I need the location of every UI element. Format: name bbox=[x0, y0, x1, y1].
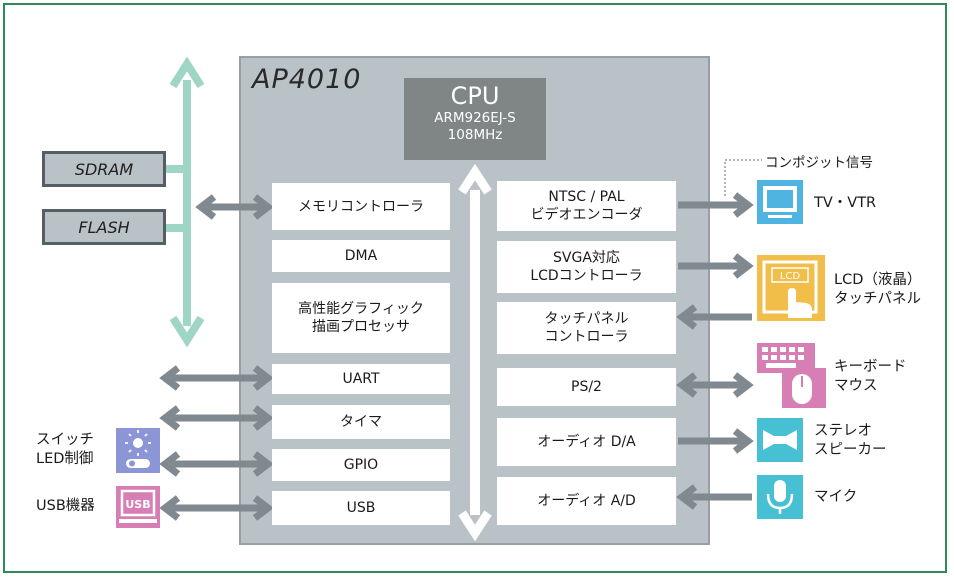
ps2-block: PS/2 bbox=[497, 368, 676, 406]
memory-controller-block: メモリコントローラ bbox=[272, 183, 450, 230]
microphone-icon bbox=[757, 475, 803, 519]
cpu-block: CPU ARM926EJ-S 108MHz bbox=[404, 78, 546, 160]
tv-icon bbox=[757, 180, 803, 224]
sdram-box: SDRAM bbox=[42, 151, 166, 187]
microphone-label: マイク bbox=[814, 489, 858, 505]
dma-block: DMA bbox=[272, 240, 450, 272]
usb-block: USB bbox=[272, 491, 450, 525]
uart-block: UART bbox=[272, 364, 450, 394]
speaker-icon bbox=[757, 418, 803, 462]
lcd-icon-label: LCD bbox=[780, 271, 801, 282]
cpu-core: ARM926EJ-S bbox=[434, 110, 516, 126]
lcd-touch-icon: LCD bbox=[757, 255, 825, 321]
usb-icon-label: USB bbox=[125, 498, 150, 511]
video-encoder-block: NTSC / PAL ビデオエンコーダ bbox=[497, 181, 676, 231]
composite-signal-label: コンポジット信号 bbox=[765, 155, 873, 171]
io-arrows bbox=[159, 192, 754, 521]
audio-da-block: オーディオ D/A bbox=[497, 418, 676, 466]
system-bus bbox=[166, 56, 205, 348]
cpu-name: CPU bbox=[450, 82, 500, 110]
keyboard-mouse-icon bbox=[757, 343, 826, 408]
audio-ad-block: オーディオ A/D bbox=[497, 477, 676, 525]
keyboard-mouse-label: キーボード マウス bbox=[834, 359, 907, 394]
speaker-label: ステレオ スピーカー bbox=[814, 423, 887, 458]
chip-title: AP4010 bbox=[252, 64, 362, 95]
usb-device-icon: USB bbox=[116, 486, 160, 528]
diagram-frame bbox=[3, 3, 947, 573]
switch-led-icon bbox=[116, 428, 160, 473]
usb-device-label: USB機器 bbox=[36, 498, 95, 514]
timer-block: タイマ bbox=[272, 405, 450, 439]
cpu-clock: 108MHz bbox=[447, 127, 503, 143]
tv-vtr-label: TV・VTR bbox=[814, 195, 877, 211]
lcd-touch-label: LCD（液晶） タッチパネル bbox=[834, 272, 922, 307]
composite-line bbox=[724, 159, 762, 196]
switch-led-label: スイッチ LED制御 bbox=[36, 432, 94, 467]
touch-controller-block: タッチパネル コントローラ bbox=[497, 302, 676, 354]
internal-bus bbox=[458, 163, 492, 542]
graphics-processor-block: 高性能グラフィック 描画プロセッサ bbox=[272, 283, 450, 353]
gpio-block: GPIO bbox=[272, 449, 450, 481]
flash-box: FLASH bbox=[42, 209, 166, 245]
lcd-controller-block: SVGA対応 LCDコントローラ bbox=[497, 241, 676, 293]
